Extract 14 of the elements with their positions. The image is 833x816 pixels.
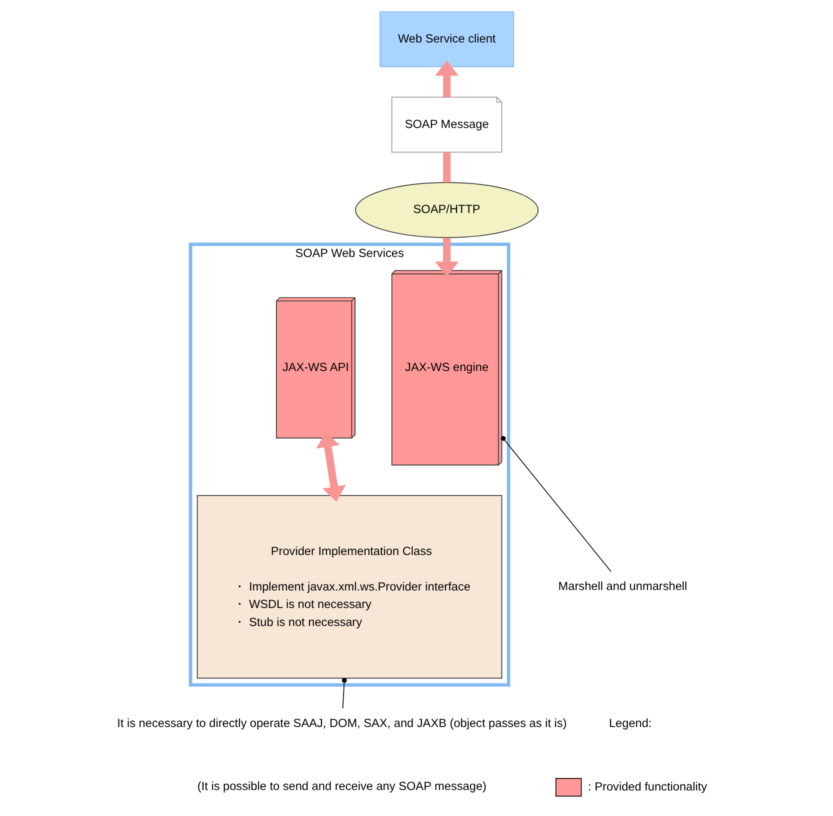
connector <box>500 436 611 572</box>
node-ellipse: SOAP/HTTP <box>354 182 538 238</box>
node-box: Web Service client <box>379 11 514 68</box>
connector <box>442 152 450 182</box>
label: (It is possible to send and receive any SOAP message) <box>196 779 486 794</box>
node-box: Provider Implementation Class ・ Implement javax.xml.ws.Provider interface ・ WSDL is not necessary ・ Stub is not necessary <box>196 495 502 679</box>
arrow <box>434 60 458 98</box>
connector <box>341 678 346 709</box>
legend-label: : Provided functionality <box>588 779 707 794</box>
arrow <box>316 432 346 502</box>
arrow <box>434 238 458 277</box>
node-text: Marshell and unmarshell <box>558 579 687 594</box>
node-text: It is necessary to directly operate SAAJ, DOM, SAX, and JAXB (object passes as it is) <box>116 716 566 730</box>
label: Legend: <box>608 716 652 730</box>
